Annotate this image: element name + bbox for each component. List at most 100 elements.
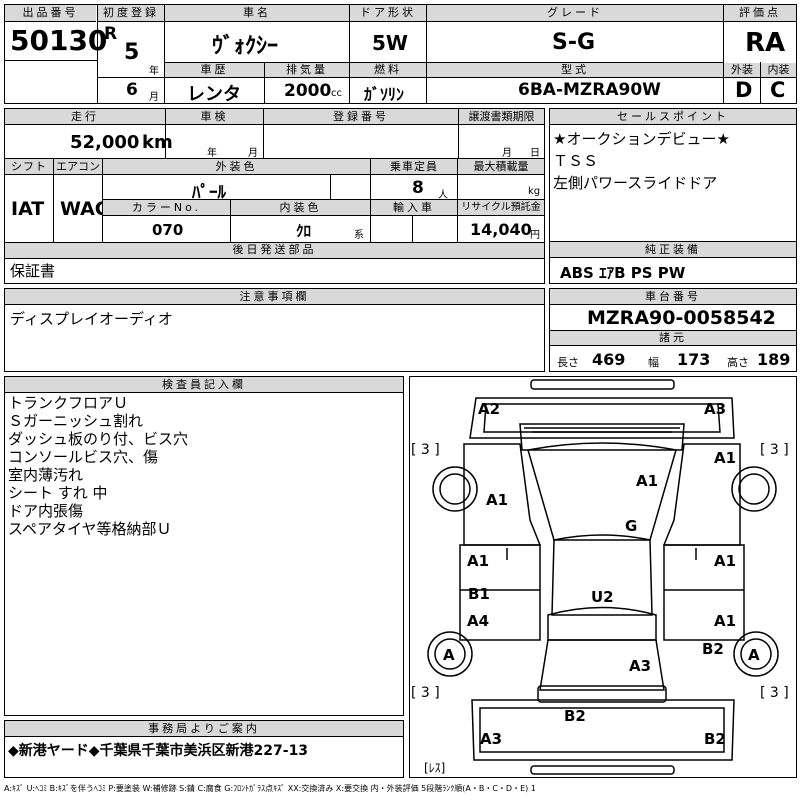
shift: IAT [11, 198, 45, 220]
rating-label: 評価点 [724, 5, 796, 22]
interior-score: C [770, 78, 786, 102]
damage-label: B2 [564, 707, 586, 725]
length: 469 [592, 350, 626, 369]
inspector-line: コンソールビス穴、傷 [8, 448, 159, 466]
first-reg-label: 初度登録 [98, 5, 164, 22]
load-label: 最大積載量 [458, 159, 544, 175]
sales-point-line: ★オークションデビュー★ [553, 130, 730, 148]
month-unit: 月 [149, 92, 159, 103]
inspector-label: 検査員記入欄 [5, 377, 403, 393]
capacity-label: 乗車定員 [371, 159, 457, 175]
ac-label: エアコン [54, 159, 102, 175]
fuel-label: 燃料 [350, 63, 426, 78]
int-color-unit: 系 [354, 230, 364, 241]
capacity-unit: 人 [438, 190, 448, 201]
sales-point-line: ＴＳＳ [553, 152, 599, 170]
insp-year: 年 [207, 148, 217, 159]
history: レンタ [187, 84, 241, 105]
inspector-line: 室内薄汚れ [8, 466, 84, 484]
damage-label: A3 [629, 657, 651, 675]
fuel: ｶﾞｿﾘﾝ [364, 85, 405, 104]
inspector-line: Ｓガーニッシュ割れ [8, 412, 144, 430]
damage-label: B1 [468, 585, 490, 603]
equipment-label: 純正装備 [550, 242, 796, 258]
rating-bracket: [ 3 ] [411, 442, 440, 458]
mileage-unit: km [142, 132, 173, 153]
equipment-value: ABS ｴｱB PS PW [560, 264, 686, 282]
damage-label: A1 [714, 612, 736, 630]
later-parts-value: 保証書 [10, 262, 56, 280]
car-name: ｳﾞｫｸｼｰ [212, 34, 279, 59]
notes-value: ディスプレイオーディオ [10, 310, 173, 328]
reg-month: 6 [126, 80, 138, 100]
displacement: 2000 [284, 81, 332, 101]
damage-label: G [625, 517, 637, 535]
damage-label: A3 [480, 730, 502, 748]
damage-diagram-box [409, 376, 797, 778]
vehicle-details-block [4, 108, 545, 258]
mileage: 52,000 [70, 132, 140, 153]
transfer-label: 譲渡書類期限 [459, 109, 544, 125]
notes-label: 注意事項欄 [5, 289, 544, 305]
reg-no-label: 登録番号 [264, 109, 458, 125]
chassis-number: MZRA90-0058542 [587, 307, 776, 329]
header-block [4, 4, 797, 104]
sales-point-line: 左側パワースライドドア [553, 174, 718, 192]
rating-bracket: [ 3 ] [760, 685, 789, 701]
damage-label: B2 [704, 730, 726, 748]
int-color: ｸﾛ [296, 222, 312, 240]
damage-label: A1 [486, 491, 508, 509]
damage-label: A [443, 646, 455, 664]
recycle-label: リサイクル預託金 [458, 200, 544, 216]
office-value: ◆新港ヤード◆千葉県千葉市美浜区新港227-13 [8, 743, 309, 759]
year-unit: 年 [149, 66, 159, 77]
inspector-box [4, 376, 404, 716]
length-label: 長さ [557, 356, 579, 369]
legend: A:ｷｽﾞ U:ﾍｺﾐ B:ｷｽﾞを伴うﾍｺﾐ P:要塗装 W:補修跡 S:錆 … [4, 784, 536, 793]
inspector-line: ドア内張傷 [8, 502, 84, 520]
door-label: ドア形状 [350, 5, 426, 22]
color-no-label: カラーNo. [103, 200, 230, 216]
transfer-month: 月 [502, 148, 512, 159]
height-label: 高さ [727, 356, 749, 369]
reg-year: 5 [124, 40, 140, 65]
shift-label: シフト [5, 159, 53, 175]
lot-no-label: 出品番号 [5, 5, 96, 22]
interior-label: 内装 [761, 63, 796, 78]
damage-label: A1 [714, 449, 736, 467]
rating-bracket: [ 3 ] [411, 685, 440, 701]
damage-label: A3 [704, 400, 726, 418]
damage-label: U2 [591, 588, 614, 606]
rating-bracket: [ 3 ] [760, 442, 789, 458]
car-damage-diagram: A2 A3 A1 A1 A1 A1 G A1 A1 U2 B1 A4 A2 A … [411, 379, 789, 775]
grade-label: グレード [427, 5, 723, 22]
chassis-label: 車台番号 [550, 289, 796, 305]
inspection-label: 車検 [166, 109, 263, 125]
later-parts-box [4, 258, 545, 284]
width: 173 [677, 350, 711, 369]
damage-label: B2 [702, 640, 724, 658]
inspector-line: シート すれ 中 [8, 484, 108, 502]
recycle-fee: 14,040 [470, 220, 532, 239]
exterior-label: 外装 [724, 63, 760, 78]
inspector-line: トランクフロアＵ [8, 394, 129, 412]
equipment-box [549, 241, 797, 284]
rating-bracket: [ﾚｽ] [424, 761, 445, 775]
sales-points-label: セールスポイント [550, 109, 796, 125]
grade: S-G [552, 30, 596, 55]
color-no: 070 [152, 221, 184, 239]
door: 5W [372, 31, 408, 55]
color-label: 外装色 [103, 159, 370, 175]
insp-month: 月 [248, 148, 258, 159]
mileage-label: 走行 [5, 109, 165, 125]
exterior-score: D [735, 78, 753, 102]
damage-label: A [748, 646, 760, 664]
int-color-label: 内装色 [231, 200, 370, 216]
damage-label: A4 [467, 612, 489, 630]
ac: WAC [60, 198, 109, 220]
model: 6BA-MZRA90W [518, 80, 661, 100]
office-label: 事務局よりご案内 [5, 721, 403, 737]
height: 189 [757, 350, 791, 369]
era: R [104, 24, 118, 44]
rating: RA [745, 28, 786, 58]
